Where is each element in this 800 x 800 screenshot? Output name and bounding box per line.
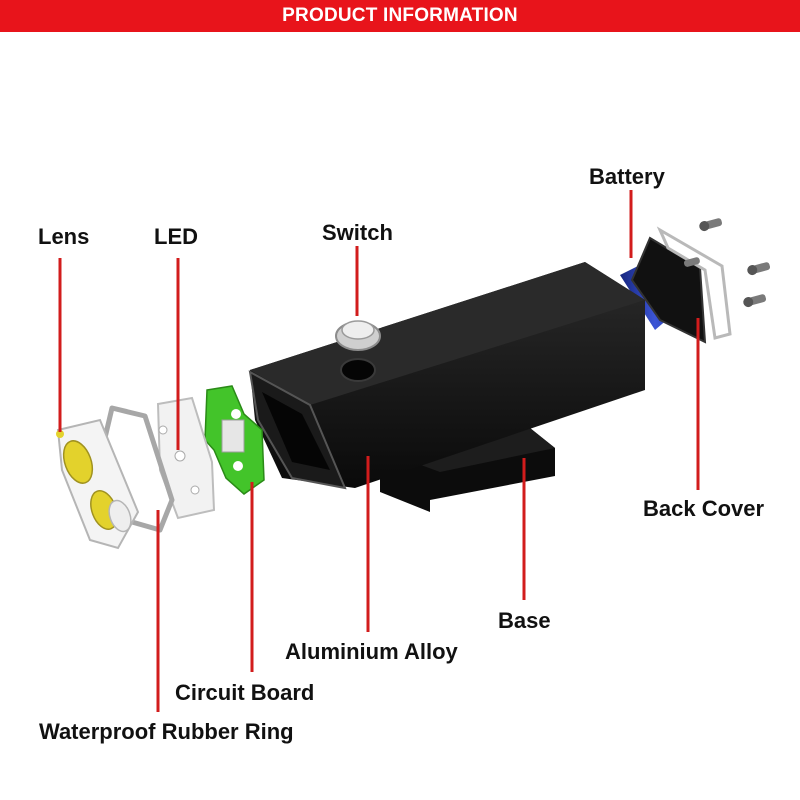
- label-battery: Battery: [589, 164, 665, 189]
- header-bar: PRODUCT INFORMATION: [0, 0, 800, 32]
- label-circuit-board: Circuit Board: [175, 680, 315, 705]
- led-part: [156, 396, 216, 520]
- label-aluminium-alloy: Aluminium Alloy: [285, 639, 458, 664]
- label-led: LED: [154, 224, 198, 249]
- label-lens: Lens: [38, 224, 90, 249]
- aluminium-body-part: [248, 262, 645, 490]
- back-cover-part: [630, 226, 732, 344]
- label-back-cover: Back Cover: [643, 496, 765, 521]
- lens-part: [56, 418, 140, 550]
- page-title: PRODUCT INFORMATION: [282, 5, 518, 26]
- label-switch: Switch: [322, 220, 393, 245]
- switch-part: [335, 320, 381, 351]
- screws: [683, 218, 771, 308]
- label-waterproof-ring: Waterproof Rubber Ring: [39, 719, 294, 744]
- leader-lines: [58, 190, 700, 712]
- label-base: Base: [498, 608, 551, 633]
- circuit-board-part: [204, 385, 265, 495]
